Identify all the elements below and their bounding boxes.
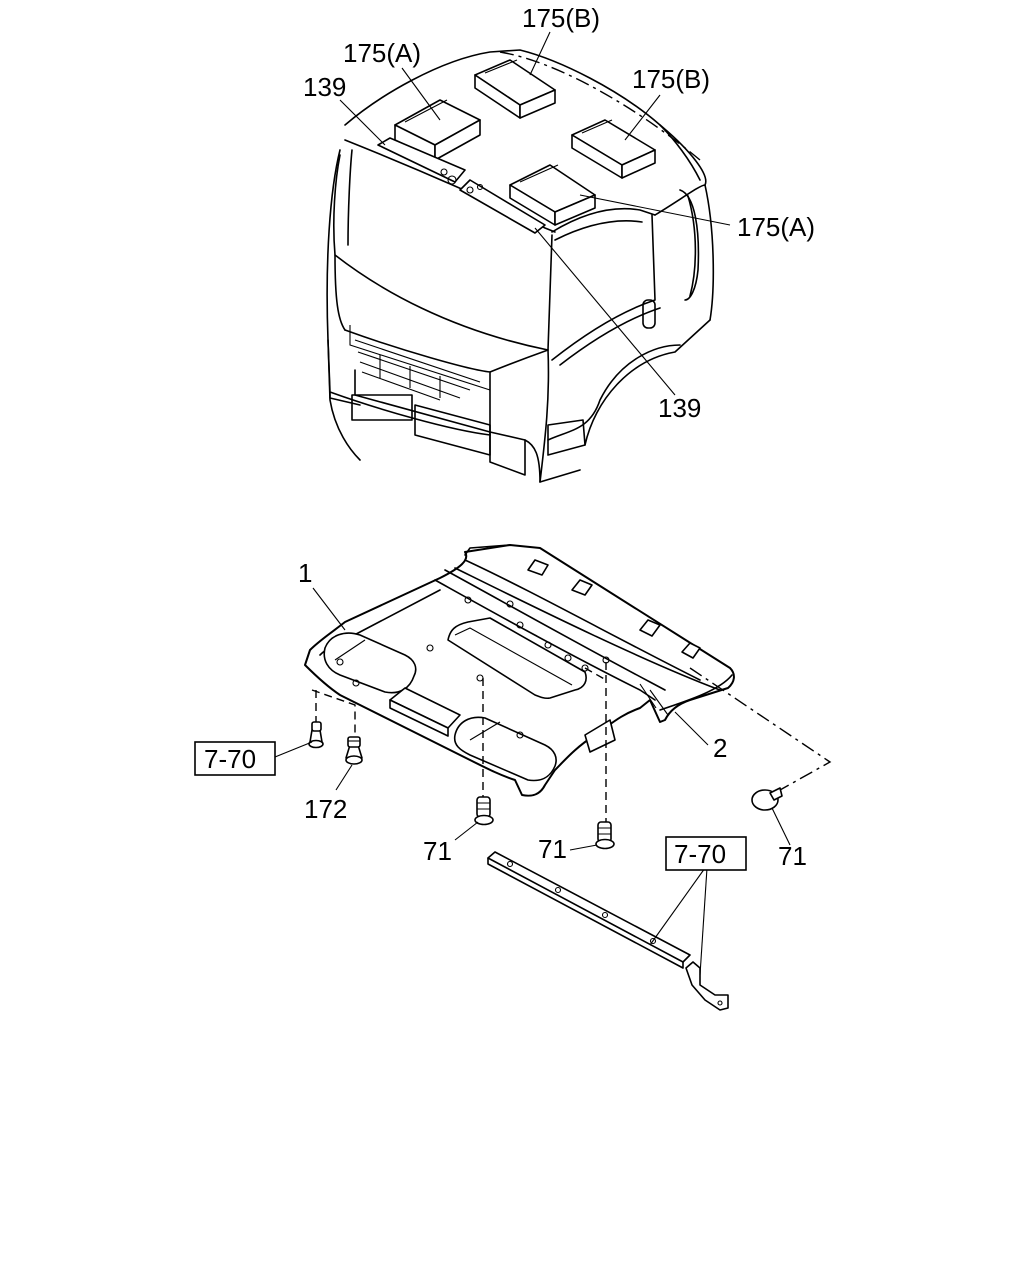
ref-box-7-70-left [194,741,276,776]
leader-lines-top [339,31,731,396]
screw-172 [345,736,363,765]
label-7-70-right: 7-70 [674,839,726,869]
clip-71-right [751,787,783,811]
label-175b-right: 175(B) [632,64,710,94]
label-139-left: 139 [303,72,346,102]
label-7-70-left: 7-70 [204,744,256,774]
label-1: 1 [298,558,312,588]
label-71-center: 71 [423,836,452,866]
roof-pad-175a-left [394,99,481,161]
roof-pad-175b-top [474,59,556,119]
label-2: 2 [713,733,727,763]
roof-pad-175b-right [571,119,656,179]
screw-71-center [474,796,494,826]
trim-rail [487,851,729,1011]
headlining-panel [304,544,735,797]
clip-7-70-left [308,721,324,749]
label-175a-left: 175(A) [343,38,421,68]
label-71-right: 71 [778,841,807,871]
leader-lines-middle [274,587,791,976]
callout-labels: 175(B) 175(A) 139 175(B) 175(A) 139 1 2 … [204,3,815,871]
label-175a-right: 175(A) [737,212,815,242]
screw-71-mid [595,821,615,850]
ref-box-7-70-right [665,836,747,871]
label-175b-top: 175(B) [522,3,600,33]
roof-strip-139 [377,137,546,234]
guide-lines [311,662,832,822]
label-172: 172 [304,794,347,824]
label-71-mid: 71 [538,834,567,864]
roof-pad-175a-right [509,164,596,226]
label-139-right: 139 [658,393,701,423]
truck-cab [326,49,715,483]
